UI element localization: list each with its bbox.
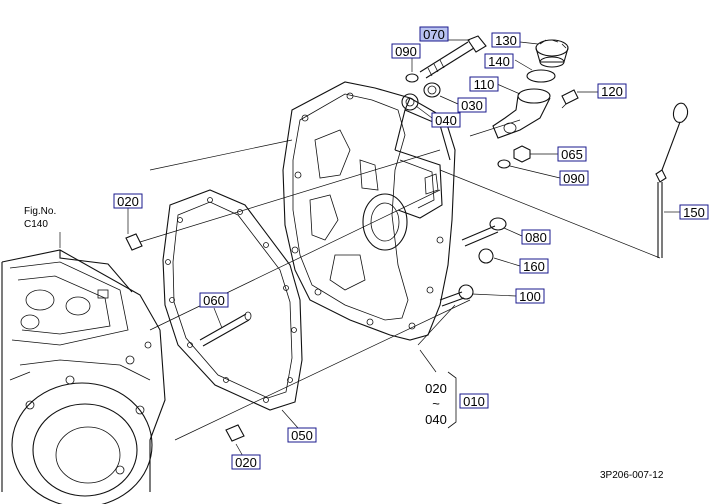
callout-065-label: 065: [561, 147, 583, 162]
callout-050[interactable]: 050: [287, 427, 317, 443]
callout-070[interactable]: 070: [419, 26, 449, 42]
range-to: 040: [425, 412, 447, 427]
callout-030-label: 030: [461, 98, 483, 113]
gasket-drawing: [162, 189, 303, 411]
figure-ref-line1: Fig.No.: [24, 206, 56, 217]
dipstick-drawing: [655, 102, 689, 258]
callout-120-label: 120: [601, 84, 623, 99]
diagram-code: 3P206-007-12: [600, 470, 664, 481]
callout-060-label: 060: [203, 293, 225, 308]
callout-020-top[interactable]: 020: [113, 193, 143, 209]
range-from: 020: [425, 381, 447, 396]
callout-065[interactable]: 065: [557, 146, 587, 162]
elbow-110-drawing: [492, 88, 551, 139]
callout-040-label: 040: [435, 113, 457, 128]
callout-110[interactable]: 110: [469, 76, 499, 92]
leader-lines: [59, 39, 680, 459]
callout-130-label: 130: [495, 33, 517, 48]
callout-160-label: 160: [523, 259, 545, 274]
callout-070-label: 070: [423, 27, 445, 42]
callout-030[interactable]: 030: [457, 97, 487, 113]
stud-060-drawing: [199, 311, 252, 347]
callout-140[interactable]: 140: [484, 53, 514, 69]
figure-reference: Fig.No. C140: [24, 206, 56, 230]
callout-080[interactable]: 080: [521, 229, 551, 245]
callout-020-bottom[interactable]: 020: [231, 454, 261, 470]
clutch-housing-drawing: [282, 81, 456, 341]
callout-100[interactable]: 100: [515, 288, 545, 304]
range-note: 020 ~ 040: [425, 381, 447, 427]
bolts-right-drawing: [439, 217, 507, 307]
callout-010[interactable]: 010: [459, 393, 489, 409]
callout-090-right-label: 090: [563, 171, 585, 186]
bolt-070-drawing: [405, 35, 487, 83]
callout-140-label: 140: [488, 54, 510, 69]
nut-065-drawing: [497, 145, 531, 169]
transmission-case-drawing: [1, 249, 166, 504]
callout-080-label: 080: [525, 230, 547, 245]
filler-plug-drawing: [526, 39, 569, 83]
seal-drawing: [401, 82, 441, 111]
figure-ref-line2: C140: [24, 219, 48, 230]
callout-100-label: 100: [519, 289, 541, 304]
callout-090-top[interactable]: 090: [391, 43, 421, 59]
callout-150-label: 150: [683, 205, 705, 220]
callout-040[interactable]: 040: [431, 112, 461, 128]
callout-050-label: 050: [291, 428, 313, 443]
range-tilde: ~: [432, 396, 440, 411]
callout-110-label: 110: [474, 77, 495, 92]
plug-120-drawing: [561, 89, 579, 109]
callout-010-label: 010: [463, 394, 485, 409]
assembly-lines: [139, 119, 661, 441]
callout-130[interactable]: 130: [491, 32, 521, 48]
dowel-bottom-drawing: [225, 424, 245, 442]
callout-020-top-label: 020: [117, 194, 139, 209]
callout-090-right[interactable]: 090: [559, 170, 589, 186]
callout-090-top-label: 090: [395, 44, 417, 59]
dowel-top-drawing: [125, 233, 143, 251]
callout-160[interactable]: 160: [519, 258, 549, 274]
callout-020-bottom-label: 020: [235, 455, 257, 470]
callout-150[interactable]: 150: [679, 204, 709, 220]
callout-120[interactable]: 120: [597, 83, 627, 99]
callout-060[interactable]: 060: [199, 292, 229, 308]
